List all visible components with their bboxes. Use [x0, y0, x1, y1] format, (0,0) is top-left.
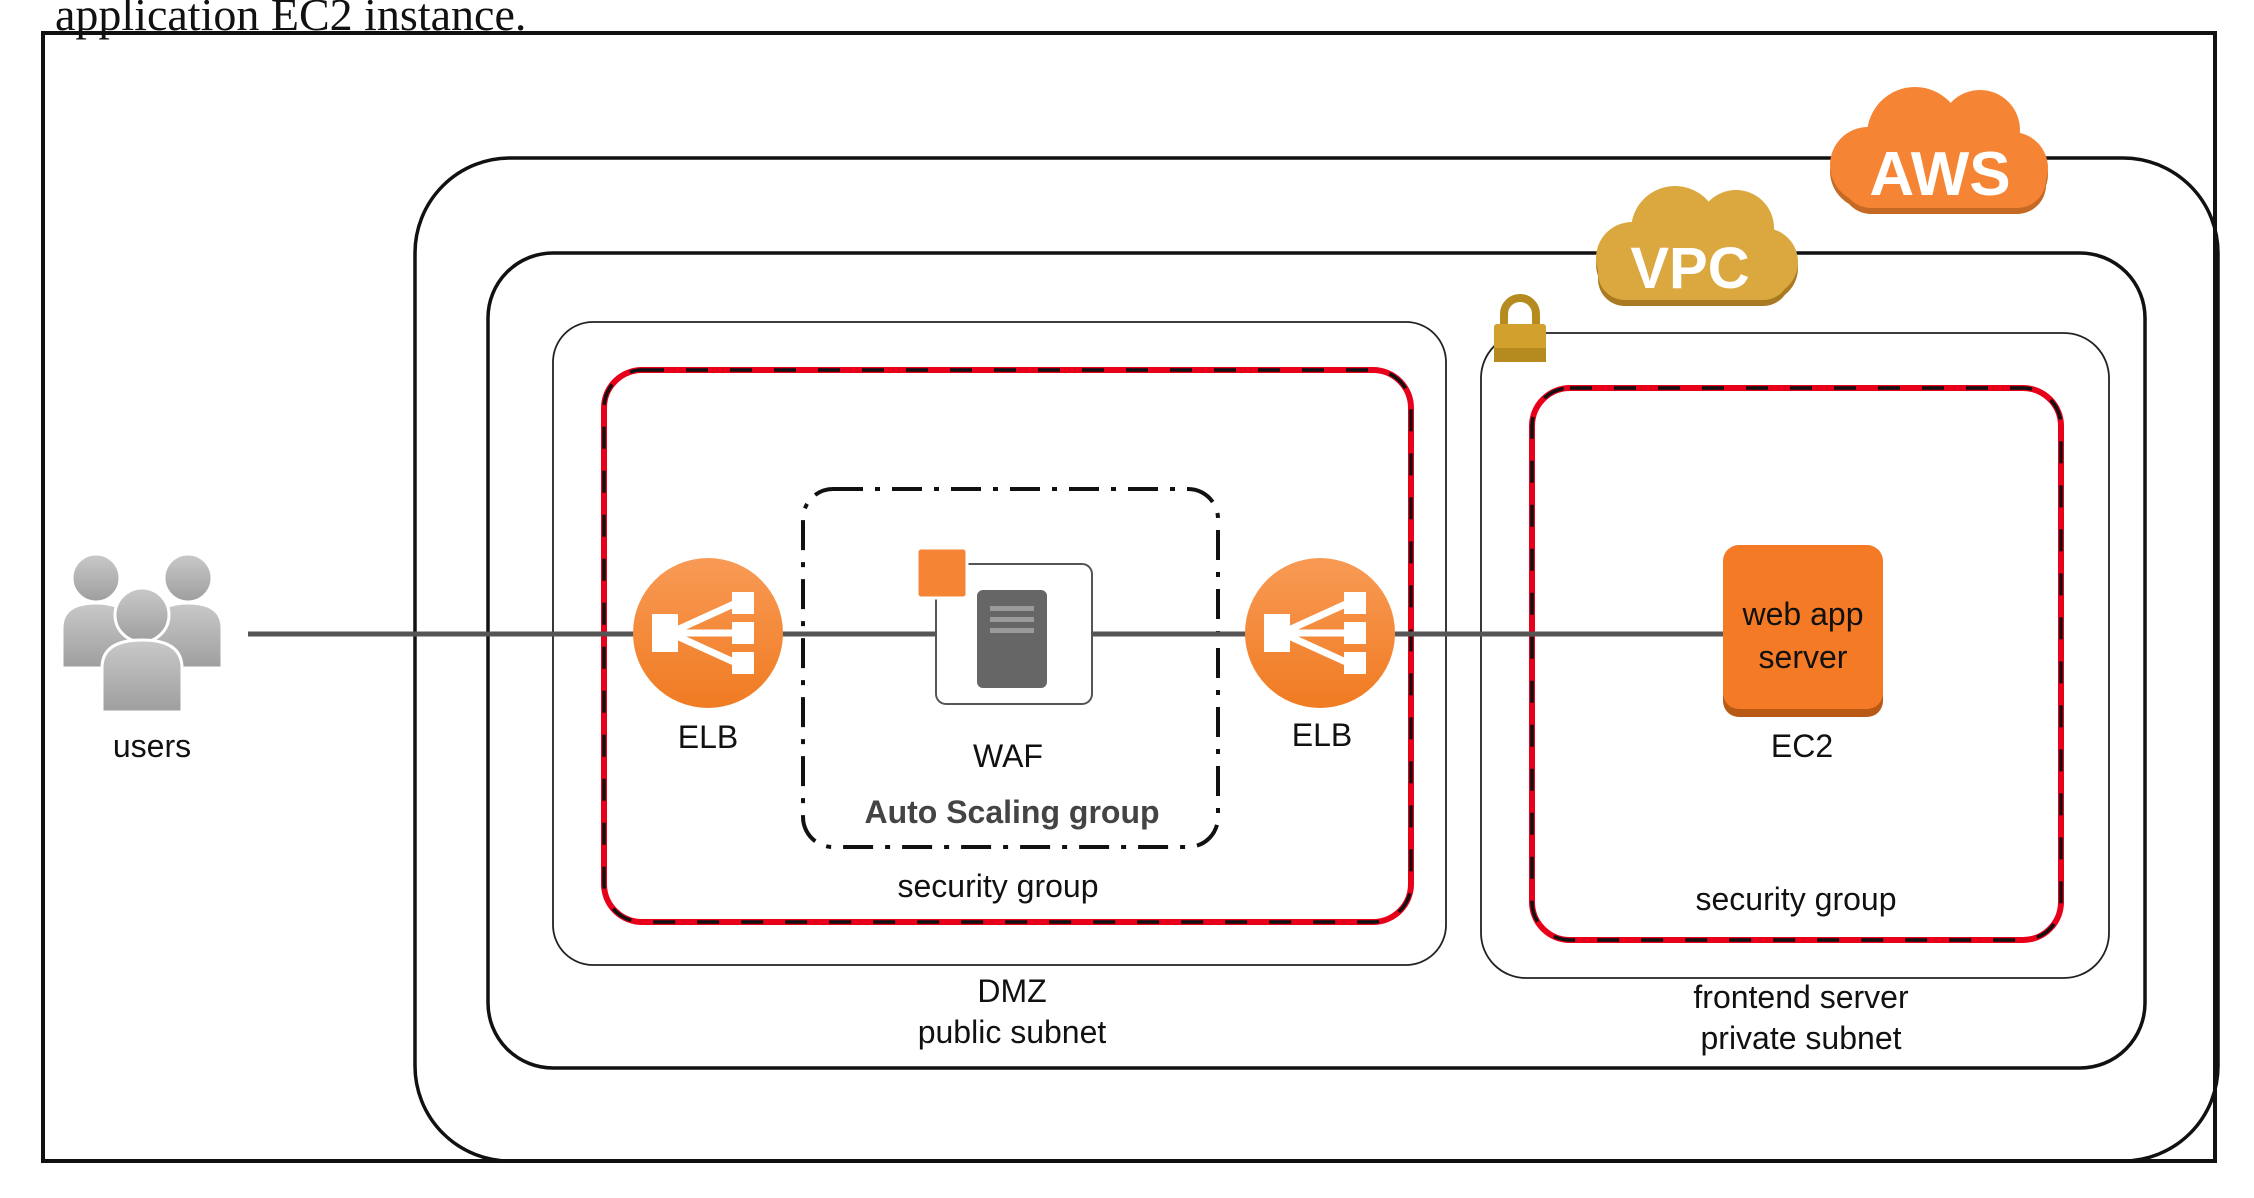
users-label: users	[113, 728, 191, 764]
security-group-dmz-border	[601, 367, 1414, 925]
lock-icon	[1494, 294, 1546, 362]
elb-right-icon	[1245, 558, 1395, 708]
public-subnet-label: public subnet	[918, 1014, 1107, 1050]
private-subnet-label: private subnet	[1700, 1020, 1901, 1056]
elb-left-label: ELB	[678, 719, 738, 755]
dmz-subnet-boundary	[552, 321, 1447, 966]
auto-scaling-group-label: Auto Scaling group	[864, 794, 1159, 830]
elb-left-icon	[633, 558, 783, 708]
ec2-label: EC2	[1771, 728, 1833, 764]
waf-label: WAF	[973, 738, 1043, 774]
aws-cloud-boundary	[413, 156, 2220, 1163]
web-app-server-line2: server	[1759, 639, 1848, 675]
security-group-dmz-label: security group	[898, 868, 1099, 904]
ec2-web-app-server-icon: web app server	[1723, 545, 1883, 717]
dmz-label: DMZ	[977, 973, 1046, 1009]
aws-badge: AWS	[1830, 87, 2048, 214]
vpc-boundary	[486, 251, 2147, 1070]
frontend-subnet-boundary	[1480, 332, 2110, 979]
frontend-server-label: frontend server	[1693, 979, 1909, 1015]
aws-label: AWS	[1869, 140, 2010, 209]
auto-scaling-group-border	[801, 487, 1220, 849]
waf-instance-icon	[915, 546, 1093, 705]
security-group-frontend-label: security group	[1696, 881, 1897, 917]
users-icon	[60, 552, 224, 714]
security-group-frontend-border	[1529, 385, 2064, 943]
web-app-server-line1: web app	[1742, 596, 1864, 632]
vpc-label: VPC	[1630, 236, 1749, 301]
vpc-badge: VPC	[1596, 186, 1798, 306]
elb-right-label: ELB	[1292, 717, 1352, 753]
